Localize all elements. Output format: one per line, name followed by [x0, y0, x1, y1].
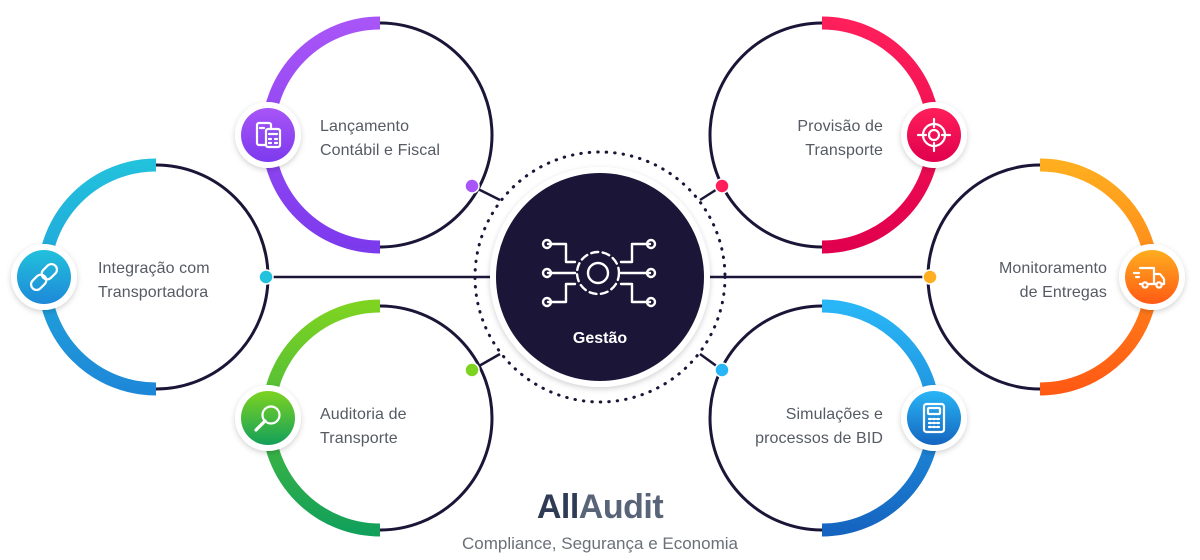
document-calculator-icon: [255, 121, 282, 149]
node-label-provisao-line1: Provisão de: [797, 118, 883, 135]
node-label-auditoria: Auditoria de Transporte: [320, 403, 560, 451]
node-icons: [29, 117, 1166, 434]
node-provisao: [708, 16, 967, 254]
brand-logo-part2: Audit: [578, 488, 664, 526]
node-label-simulacoes-line1: Simulações e: [785, 406, 883, 423]
node-auditoria: [235, 299, 494, 537]
node-label-lancamento: Lançamento Contábil e Fiscal: [320, 115, 560, 163]
node-label-integracao: Integração com Transportadora: [98, 257, 338, 305]
calculator-icon: [922, 402, 946, 434]
node-label-integracao-line2: Transportadora: [98, 284, 209, 301]
brand-tagline: Compliance, Segurança e Economia: [462, 534, 738, 553]
node-label-simulacoes: Simulações e processos de BID: [643, 403, 883, 451]
node-label-simulacoes-line2: processos de BID: [755, 430, 883, 447]
node-label-provisao: Provisão de Transporte: [643, 115, 883, 163]
magnifier-icon: [254, 405, 281, 432]
node-label-monitoramento-line1: Monitoramento: [998, 260, 1107, 277]
link-icon: [29, 262, 59, 292]
connector-dot-monitoramento: [922, 269, 938, 285]
connector-dot-integracao: [258, 269, 274, 285]
connector-dot-simulacoes: [714, 362, 730, 378]
connector-dot-provisao: [714, 178, 730, 194]
node-label-monitoramento-line2: de Entregas: [1019, 284, 1107, 301]
connector-dot-lancamento: [464, 178, 480, 194]
node-label-lancamento-line2: Contábil e Fiscal: [320, 142, 440, 159]
brand-logo: AllAudit: [400, 488, 800, 527]
gear-network-icon: [541, 238, 657, 308]
center-hub: [473, 150, 727, 404]
node-badge-fill-auditoria: [241, 391, 295, 445]
node-label-lancamento-line1: Lançamento: [320, 118, 410, 135]
node-badge-fill-provisao: [907, 108, 961, 162]
node-badge-fill-monitoramento: [1125, 250, 1179, 304]
node-label-integracao-line1: Integração com: [98, 260, 210, 277]
node-label-monitoramento: Monitoramento de Entregas: [867, 257, 1107, 305]
node-monitoramento: [922, 158, 1185, 396]
target-icon: [916, 117, 952, 153]
brand-logo-part1: All: [536, 488, 579, 526]
delivery-truck-icon: [1132, 266, 1166, 289]
node-label-provisao-line2: Transporte: [805, 142, 883, 159]
node-label-auditoria-line1: Auditoria de: [320, 406, 407, 423]
connector-dot-auditoria: [464, 362, 480, 378]
center-title: Gestão: [572, 330, 628, 347]
node-label-auditoria-line2: Transporte: [320, 430, 398, 447]
